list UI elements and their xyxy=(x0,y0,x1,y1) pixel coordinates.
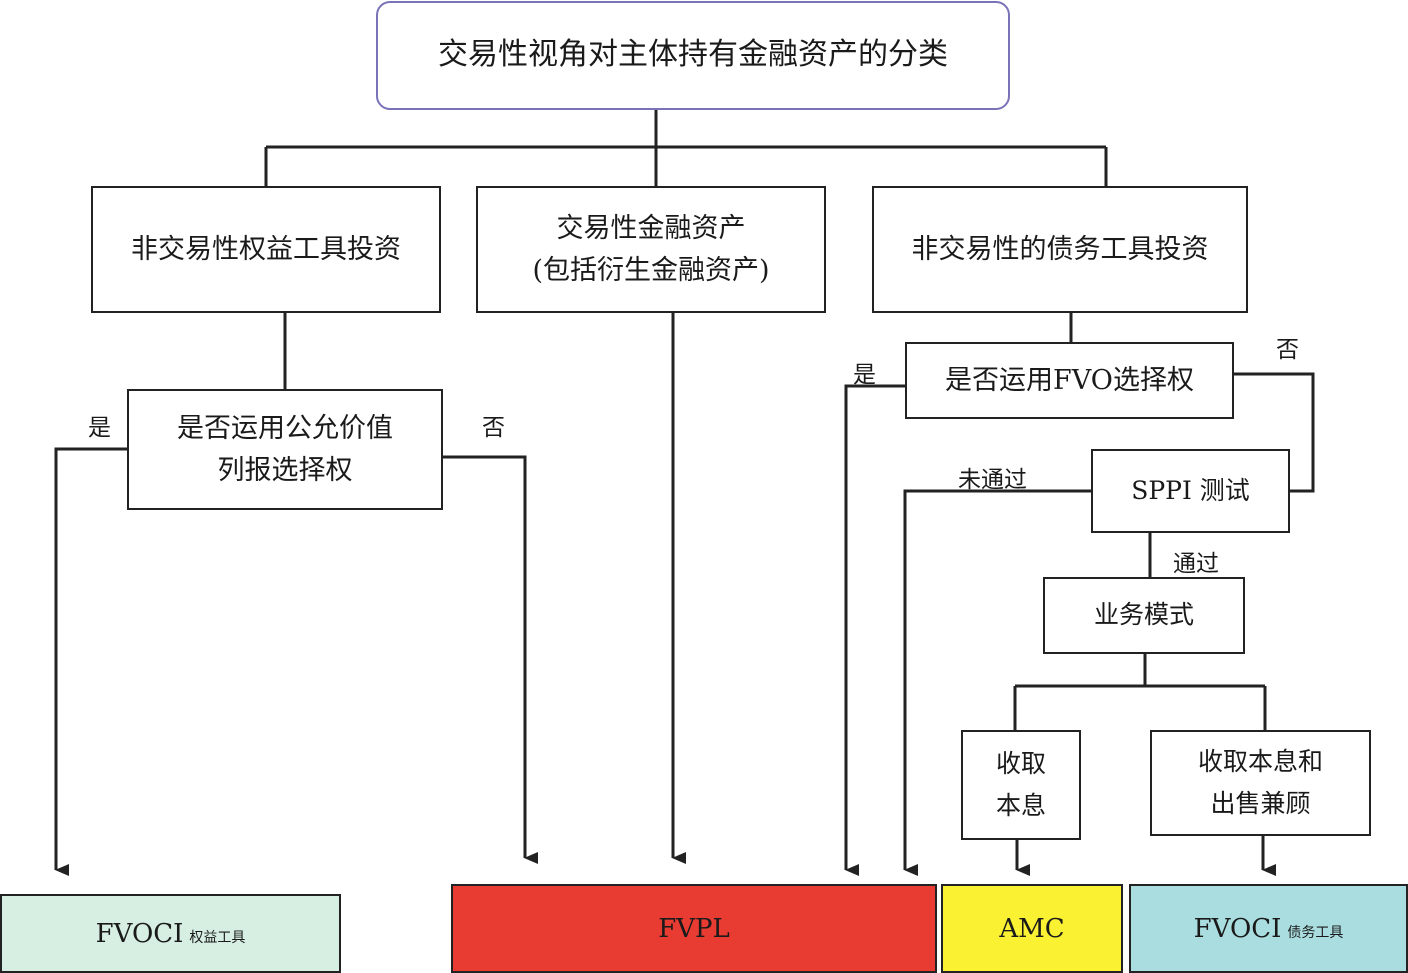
fv-option-line2: 列报选择权 xyxy=(217,454,353,486)
fvoci-debt-main: FVOCI xyxy=(1193,913,1282,944)
amc-outcome: AMC xyxy=(941,884,1123,973)
equity-investment-box: 非交易性权益工具投资 xyxy=(91,186,441,313)
trading-asset-label: 交易性金融资产 xyxy=(556,212,746,244)
fvoci-equity-outcome: FVOCI 权益工具 xyxy=(0,894,341,973)
fv-option-decision-box: 是否运用公允价值 列报选择权 xyxy=(127,389,443,510)
collect-box: 收取 本息 xyxy=(961,730,1081,840)
fvoci-debt-sub: 债务工具 xyxy=(1287,924,1344,941)
fvpl-main: FVPL xyxy=(658,913,730,944)
diagram-title: 交易性视角对主体持有金融资产的分类 xyxy=(438,37,948,73)
equity-investment-label: 非交易性权益工具投资 xyxy=(131,233,401,265)
passed-label-sppi: 通过 xyxy=(1173,551,1219,577)
amc-main: AMC xyxy=(999,913,1065,944)
collect-line1: 收取 xyxy=(995,748,1046,778)
trading-asset-box: 交易性金融资产 (包括衍生金融资产) xyxy=(476,186,826,313)
trading-asset-sublabel: (包括衍生金融资产) xyxy=(532,254,770,286)
business-model-label: 业务模式 xyxy=(1093,600,1194,630)
collect-sell-line2: 出售兼顾 xyxy=(1210,789,1311,818)
fvoci-equity-main: FVOCI xyxy=(95,918,184,949)
debt-investment-box: 非交易性的债务工具投资 xyxy=(872,186,1248,313)
yes-label-fvo: 是 xyxy=(853,362,876,388)
failed-label-sppi: 未通过 xyxy=(958,467,1027,493)
title-box: 交易性视角对主体持有金融资产的分类 xyxy=(376,1,1010,110)
fvo-decision-box: 是否运用FVO选择权 xyxy=(905,342,1234,419)
collect-sell-line1: 收取本息和 xyxy=(1197,746,1323,776)
collect-line2: 本息 xyxy=(995,791,1046,820)
debt-investment-label: 非交易性的债务工具投资 xyxy=(911,233,1209,265)
fvo-decision-label: 是否运用FVO选择权 xyxy=(945,364,1194,396)
no-label-equity: 否 xyxy=(482,415,505,441)
sppi-test-label: SPPI 测试 xyxy=(1131,475,1250,505)
no-label-fvo: 否 xyxy=(1276,337,1299,363)
yes-label-equity: 是 xyxy=(88,415,111,441)
sppi-test-box: SPPI 测试 xyxy=(1091,449,1290,533)
fvoci-debt-outcome: FVOCI 债务工具 xyxy=(1129,884,1408,973)
collect-and-sell-box: 收取本息和 出售兼顾 xyxy=(1150,730,1371,836)
fvoci-equity-sub: 权益工具 xyxy=(189,929,246,946)
business-model-box: 业务模式 xyxy=(1043,577,1245,654)
fv-option-line1: 是否运用公允价值 xyxy=(177,412,393,444)
fvpl-outcome: FVPL xyxy=(451,884,937,973)
